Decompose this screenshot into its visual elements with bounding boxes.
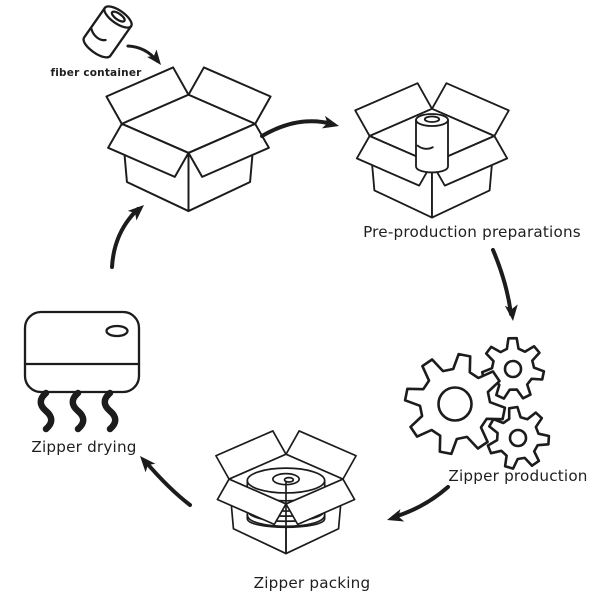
fiber-container-icon	[82, 5, 133, 59]
drying-machine-icon	[23, 310, 141, 433]
production-label: Zipper production	[448, 467, 587, 485]
arrow-preproduction-to-production	[491, 248, 518, 321]
receiving-box-icon	[105, 66, 272, 213]
arrow-production-to-packing	[387, 485, 450, 522]
preproduction-label: Pre-production preparations	[363, 223, 581, 241]
arrow-fiber-to-box	[126, 44, 161, 65]
arrow-drying-to-box	[110, 205, 144, 269]
fiber-container-label: fiber container	[50, 67, 142, 79]
gear-large-icon	[403, 352, 507, 456]
packing-box-icon	[215, 430, 357, 555]
gears-icon	[403, 336, 551, 470]
container-in-box-icon	[415, 113, 449, 174]
heat-waves-icon	[37, 389, 119, 433]
arrow-packing-to-drying	[140, 456, 192, 507]
packing-label: Zipper packing	[254, 574, 371, 592]
drying-label: Zipper drying	[31, 438, 136, 456]
gear-small-bottom-icon	[486, 405, 551, 470]
preproduction-box-icon	[354, 82, 510, 219]
arrow-box-to-preproduction	[260, 115, 339, 138]
gear-small-top-icon	[480, 336, 546, 400]
